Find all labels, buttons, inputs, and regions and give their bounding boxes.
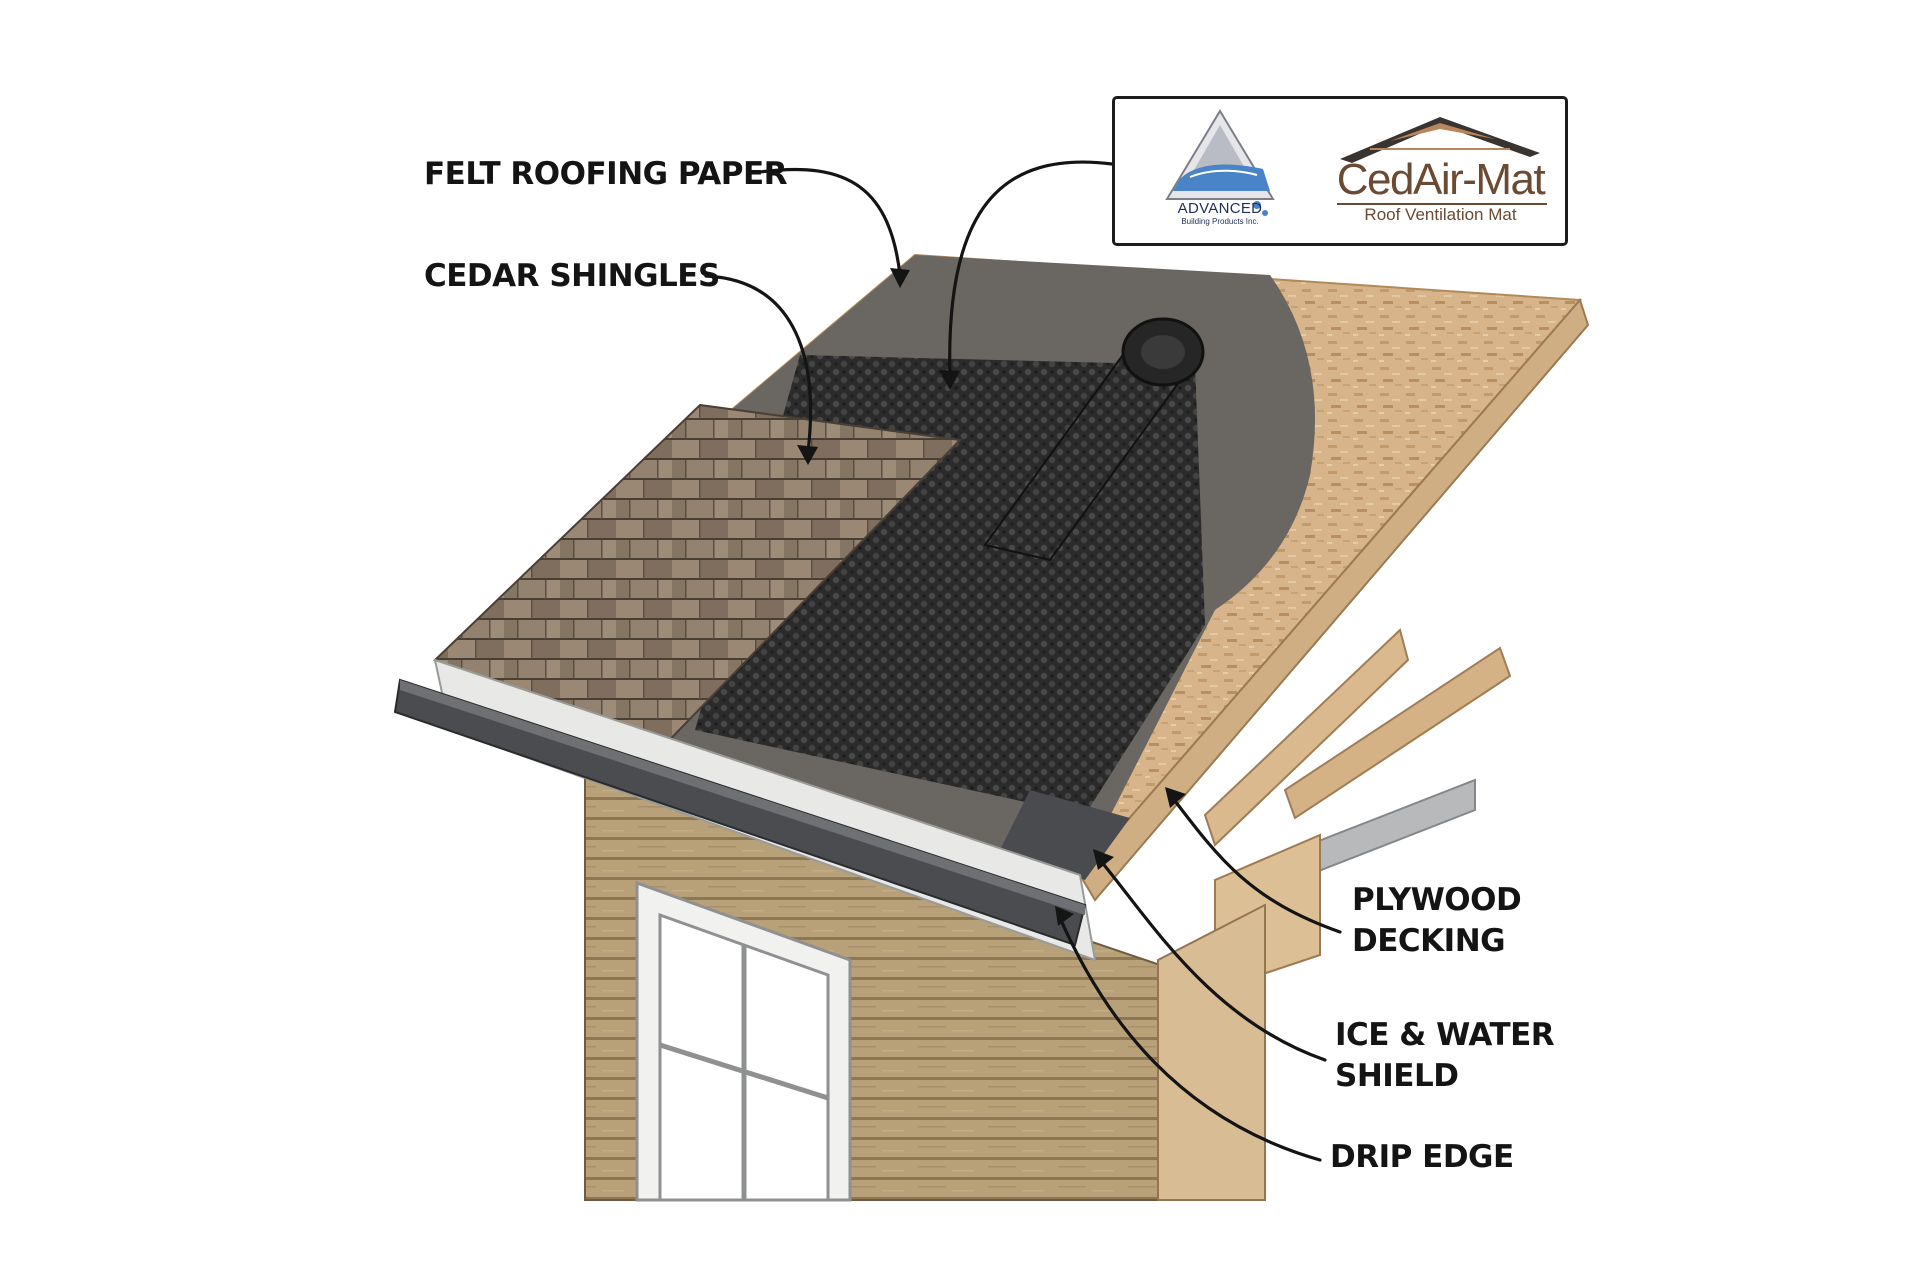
- ice-water-shield-label-line2: SHIELD: [1335, 1058, 1459, 1094]
- ice-water-shield-label: ICE & WATER SHIELD: [1335, 1015, 1555, 1097]
- arrow-plywood-decking: [1170, 795, 1342, 934]
- plywood-decking-label-line2: DECKING: [1352, 923, 1506, 959]
- plywood-decking-label: PLYWOOD DECKING: [1352, 880, 1522, 962]
- arrow-ventilation-mat: [948, 160, 1114, 380]
- rain-gutter: [393, 678, 1087, 947]
- plywood-decking-label-line1: PLYWOOD: [1352, 882, 1522, 918]
- cedair-mat-tagline: Roof Ventilation Mat: [1364, 205, 1517, 224]
- callout-arrows: [704, 160, 1342, 1162]
- cedair-mat-roof-icon: [1340, 117, 1540, 163]
- logo-box: ADVANCED Building Products Inc. CedAir-M…: [1112, 96, 1568, 246]
- advanced-logo-name: ADVANCED: [1177, 200, 1263, 217]
- wall-end-stud: [1157, 903, 1266, 1201]
- arrow-cedar-shingles: [704, 274, 813, 454]
- cedar-shingles-label: CEDAR SHINGLES: [424, 258, 720, 294]
- arrow-ice-water-shield: [1098, 858, 1327, 1062]
- advanced-building-products-logo-icon: [1165, 109, 1275, 216]
- roof-rafters: [1203, 628, 1512, 992]
- arrow-felt-roofing-paper: [758, 167, 902, 277]
- advanced-logo-subtitle: Building Products Inc.: [1181, 217, 1259, 226]
- ice-water-shield-label-line1: ICE & WATER: [1335, 1017, 1555, 1053]
- deck-edge: [1078, 298, 1590, 902]
- ventilation-mat-roll: [983, 317, 1205, 562]
- cedair-mat-logo-name: CedAir-Mat: [1336, 155, 1546, 204]
- cedair-mat-rule: [1337, 203, 1547, 205]
- arrow-drip-edge: [1058, 916, 1322, 1162]
- window: [635, 880, 852, 1202]
- arrow-heads: [797, 268, 1186, 926]
- felt-roofing-paper-label: FELT ROOFING PAPER: [424, 156, 788, 192]
- gutter-lip: [400, 680, 1085, 915]
- drip-edge-label: DRIP EDGE: [1330, 1139, 1514, 1175]
